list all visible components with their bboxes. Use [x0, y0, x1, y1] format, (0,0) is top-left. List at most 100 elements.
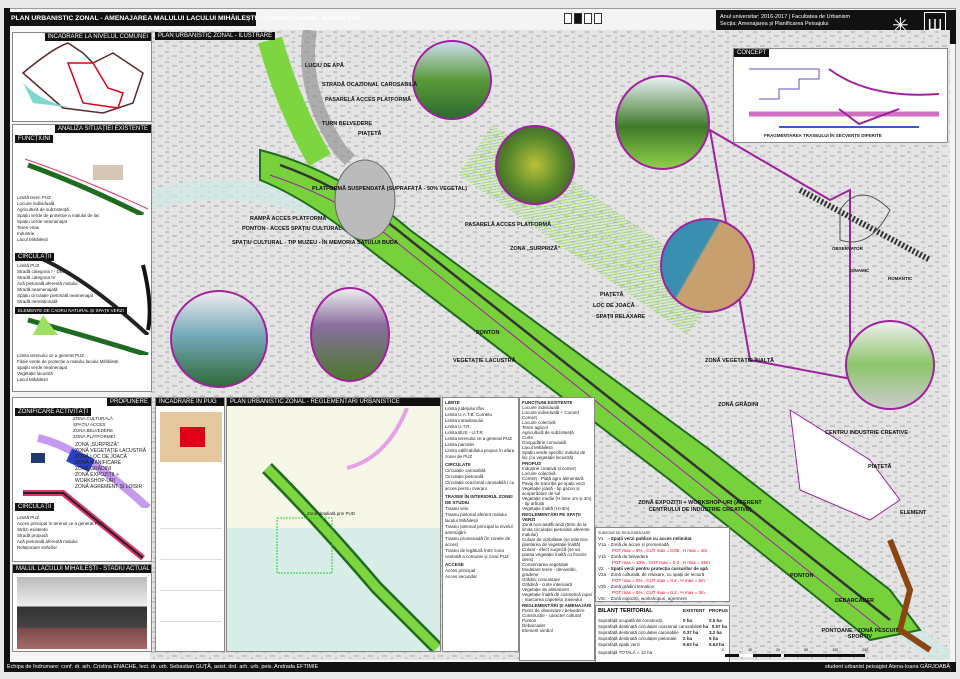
legend-item: Industrie — [17, 231, 35, 236]
legend-item: Limita terenului ce a generat PUZ — [445, 436, 513, 441]
locality-inset: ÎNCADRARE LA NIVELUL COMUNEI — [12, 32, 152, 122]
legend-item: Stradă nerelaționată — [17, 299, 58, 304]
concept-sketch — [798, 187, 932, 263]
footer-student: student urbanist peisagist Atena-Ioana G… — [824, 664, 950, 670]
map-label: PONTON — [476, 330, 500, 336]
activities-title: ZONIFICARE ACTIVITĂȚI — [15, 408, 92, 416]
functions-map — [24, 158, 149, 215]
legend-item: Element simbol — [522, 628, 553, 633]
concept-title: CONCEPT — [734, 49, 770, 57]
scale-tick-label: 50 — [804, 648, 809, 652]
legend-item: Relaționare străzilor — [17, 545, 58, 550]
legend-item: Limita parcelei — [445, 442, 475, 447]
legend-heading: REGLEMENTĂRI ȘI AMENAJĂRI — [522, 603, 592, 608]
legend-item: Limita U.T.R. — [445, 424, 471, 429]
scale-bar — [725, 654, 865, 657]
footer-team: Echipa de îndrumare: conf. dr. arh. Cris… — [7, 664, 319, 670]
legend-item: Curte — [522, 435, 534, 440]
legend-item: Locuire individuală + Comerț — [522, 410, 580, 415]
legend-item: Circulație carosabilă — [445, 468, 486, 473]
academic-year: Anul universitar: 2016-2017 | Facultatea… — [720, 14, 851, 20]
legend-item: Grădini comunitare — [522, 577, 561, 582]
scale-tick-label: 20 — [776, 648, 781, 652]
page-thumb-1[interactable] — [564, 13, 572, 24]
legend-heading: LIMITE — [445, 400, 460, 405]
balance-propus: 5 ha — [709, 636, 719, 641]
legend-item: Zonă non-aedificandi (50m de la limita c… — [522, 522, 590, 537]
section-drawings — [160, 498, 222, 648]
zone-label: ZONA CULTURALĂ — [73, 416, 113, 421]
map-label: RAMPĂ ACCES PLATFORMĂ — [250, 216, 327, 222]
page-thumb-3[interactable] — [584, 13, 592, 24]
legend-item: Limita județului Ilfov — [445, 406, 485, 411]
zone-label: ZONA BELVEDERE — [73, 428, 114, 433]
balance-label: Suprafață destinată circulației pietonal… — [598, 636, 677, 641]
legend-item: Acces principal — [445, 568, 476, 573]
legend-item: Conservarea vegetației — [522, 562, 569, 567]
balance-label: Suprafață destinată circulației carosabi… — [598, 630, 679, 635]
pug-title: ÎNCADRARE ÎN PUG — [156, 398, 224, 406]
balance-propus: 3.2 ha — [709, 630, 722, 635]
subzone-code: V2b — [598, 584, 607, 589]
subzone-text: - Spații verzi pentru protecția cursuril… — [608, 566, 708, 571]
functions-title: FUNCȚIUNI — [15, 135, 54, 143]
subzones-list: V1- Spații verzi publice cu acces nelimi… — [598, 536, 727, 601]
photo-circle-lake — [170, 290, 268, 388]
scale-tick-label: 100 — [832, 648, 839, 652]
subzone-row: V2- Spații verzi pentru protecția cursur… — [598, 566, 727, 572]
legend-item: Teren viran — [17, 225, 40, 230]
legend-item: Stradă categoria I - Drill — [17, 269, 65, 274]
legend-item: Locuire colectivă — [522, 420, 556, 425]
legend-item: Industrie creativă și comerț — [522, 466, 576, 471]
existing-analysis-panel: ANALIZA SITUAȚIEI EXISTENTE FUNCȚIUNI Li… — [12, 124, 152, 392]
balance-label: Suprafață ocupată de construcții — [598, 618, 663, 623]
legend-item: Traseu promenadă (în zonele de acces) — [445, 536, 511, 547]
zone-label: ZONĂ EXPOZIȚII + WORKSHOP-URI — [75, 472, 119, 484]
regulations-plan-panel: PLAN URBANISTIC ZONAL - REGLEMENTĂRI URB… — [226, 397, 441, 652]
subzone-code: V1a — [598, 542, 607, 547]
legend-item: Spațiu verde specific malului de lac (cu… — [522, 450, 586, 460]
map-label: VEGETAȚIE LACUSTRĂ — [453, 358, 516, 364]
zone-label: ZONĂ LOC DE JOACĂ — [75, 454, 127, 460]
legend-item: Axă pietonală aferentă malului — [17, 539, 78, 544]
concept-caption: FRAGMENTAREA TRASEULUI ÎN SECVENȚE DIFER… — [764, 133, 882, 138]
legend-item: Traseu velo — [445, 506, 469, 511]
scale-tick-label: 200 — [862, 648, 868, 652]
page-thumb-2[interactable] — [574, 13, 582, 24]
legend-item: Traseu pietonal aferent malului lacului … — [445, 512, 507, 523]
balance-existent: 0 ha — [683, 618, 693, 623]
balance-row: Suprafață destinată circulației carosabi… — [598, 630, 727, 636]
page-selector — [564, 13, 602, 24]
map-label: LOC DE JOACĂ — [593, 303, 635, 309]
map-label: LUCIU DE APĂ — [305, 63, 344, 69]
circulation-title: CIRCULAȚII — [15, 253, 55, 261]
legend-item: Axă pietonală aferentă malului — [17, 281, 78, 286]
legend-item: Acces secundar — [445, 574, 478, 579]
photo-circle-creative — [845, 320, 935, 410]
legend-item: Vegetație înaltă (H>3m) — [522, 506, 570, 511]
balance-existent: 2 ha — [683, 636, 693, 641]
photo-circle-park — [495, 125, 575, 205]
legend-heading: PROPUS — [522, 461, 542, 466]
map-label: DEBARCADER — [835, 598, 875, 604]
legend-item: Limita terenului ce a generat PUZ — [17, 353, 85, 358]
legend-item: Culoar de vizibilitate (se interzice pla… — [522, 537, 588, 547]
subzone-row: V1b- Zonă de belvedere — [598, 554, 727, 560]
sketch-label: ROMANTIC — [888, 276, 913, 281]
legend-item: Străzi existente — [17, 527, 48, 532]
legend-item: Agricultură de subzistență — [17, 207, 69, 212]
page-title: PLAN URBANISTIC ZONAL - AMENAJAREA MALUL… — [8, 12, 362, 26]
zone-label: ZONA PLATFORMEI — [73, 434, 115, 439]
map-label: PASARELĂ ACCES PLATFORMĂ — [325, 97, 412, 103]
natural-elements-title: ELEMENTE DE CADRU NATURAL ȘI SPAȚII VERZ… — [15, 307, 127, 314]
legend-item: Limita intravilanului — [445, 418, 484, 423]
zone-label: ZONĂ GRĂDINI — [75, 466, 112, 472]
legend-item: Construcție - caracter cultural — [522, 613, 581, 618]
balance-row: Suprafață destinată circulației ocaziona… — [598, 624, 727, 630]
lake-shore-photo — [17, 577, 147, 649]
legend-item: Limită PUZ — [17, 263, 40, 268]
page-thumb-4[interactable] — [594, 13, 602, 24]
